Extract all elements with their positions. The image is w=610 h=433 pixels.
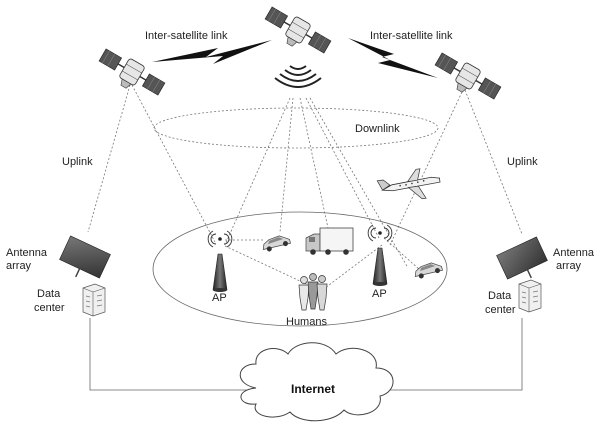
humans-icon bbox=[298, 273, 328, 311]
data-center-right-label-line2: center bbox=[485, 304, 516, 316]
downlink-label: Downlink bbox=[355, 123, 400, 135]
antenna-array-left-label-line1: Antenna bbox=[6, 247, 48, 259]
satellite-icon bbox=[93, 44, 168, 105]
antenna-array-left-label-line2: array bbox=[6, 260, 32, 272]
car-icon bbox=[260, 233, 292, 254]
uplink-left-label: Uplink bbox=[62, 156, 93, 168]
uplink-right-label: Uplink bbox=[507, 156, 538, 168]
lightning-icon bbox=[348, 38, 438, 78]
signal-waves-icon bbox=[274, 65, 322, 88]
downlink-boundary bbox=[153, 107, 439, 149]
inter-satellite-link-left-label: Inter-satellite link bbox=[145, 30, 228, 42]
inter-satellite-link-right-label: Inter-satellite link bbox=[370, 30, 453, 42]
data-center-icon bbox=[82, 283, 106, 317]
ground-area-ellipse bbox=[152, 211, 448, 327]
humans-label: Humans bbox=[286, 316, 327, 328]
antenna-array-icon bbox=[496, 236, 548, 280]
data-center-left-label-line2: center bbox=[34, 302, 65, 314]
antenna-array-right-label-line1: Antenna bbox=[553, 247, 595, 259]
antenna-array-icon bbox=[59, 235, 111, 279]
ap-left-label: AP bbox=[212, 292, 227, 304]
satellite-icon bbox=[429, 48, 504, 109]
ap-right-label: AP bbox=[372, 288, 387, 300]
lightning-icon bbox=[152, 40, 272, 64]
antenna-array-right-label-line2: array bbox=[556, 260, 582, 272]
car-icon bbox=[412, 260, 444, 281]
internet-label: Internet bbox=[291, 382, 335, 396]
access-point-icon bbox=[207, 230, 233, 293]
satellite-icon bbox=[259, 2, 334, 63]
truck-icon bbox=[305, 227, 354, 255]
connection-lines bbox=[87, 84, 523, 391]
airplane-icon bbox=[376, 168, 441, 200]
cloud-icon bbox=[239, 342, 394, 422]
data-center-left-label-line1: Data bbox=[37, 288, 61, 300]
data-center-icon bbox=[518, 279, 542, 313]
data-center-right-label-line1: Data bbox=[488, 290, 512, 302]
